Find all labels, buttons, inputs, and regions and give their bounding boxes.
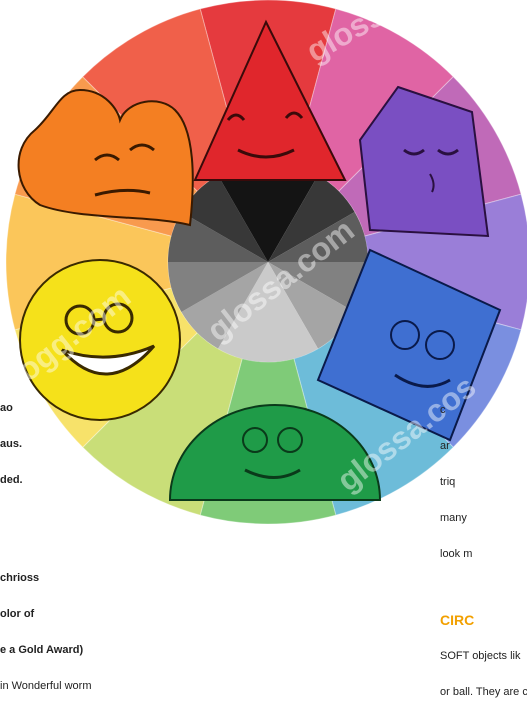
heart-shape xyxy=(19,90,193,225)
text-line: SOFT objects lik xyxy=(440,650,527,662)
text-line: olor of xyxy=(0,608,135,620)
text-line: ar xyxy=(440,440,527,452)
text-line: in Wonderful worm xyxy=(0,680,135,692)
right-caption-text: c ar triq many look m CIRC SOFT objects … xyxy=(440,380,527,710)
text-line: triq xyxy=(440,476,527,488)
text-line: c xyxy=(440,404,527,416)
text-line: aus. xyxy=(0,438,135,450)
heart-character xyxy=(19,90,193,225)
left-caption-text: ao aus. ded. chrioss olor of e a Gold Aw… xyxy=(0,378,135,704)
text-line: look m xyxy=(440,548,527,560)
text-line: chrioss xyxy=(0,572,135,584)
text-line: ao xyxy=(0,402,135,414)
text-line: ded. xyxy=(0,474,135,486)
section-caption: CIRC xyxy=(440,614,527,626)
text-line: e a Gold Award) xyxy=(0,644,135,656)
text-line: many xyxy=(440,512,527,524)
text-line: or ball. They are con xyxy=(440,686,527,698)
